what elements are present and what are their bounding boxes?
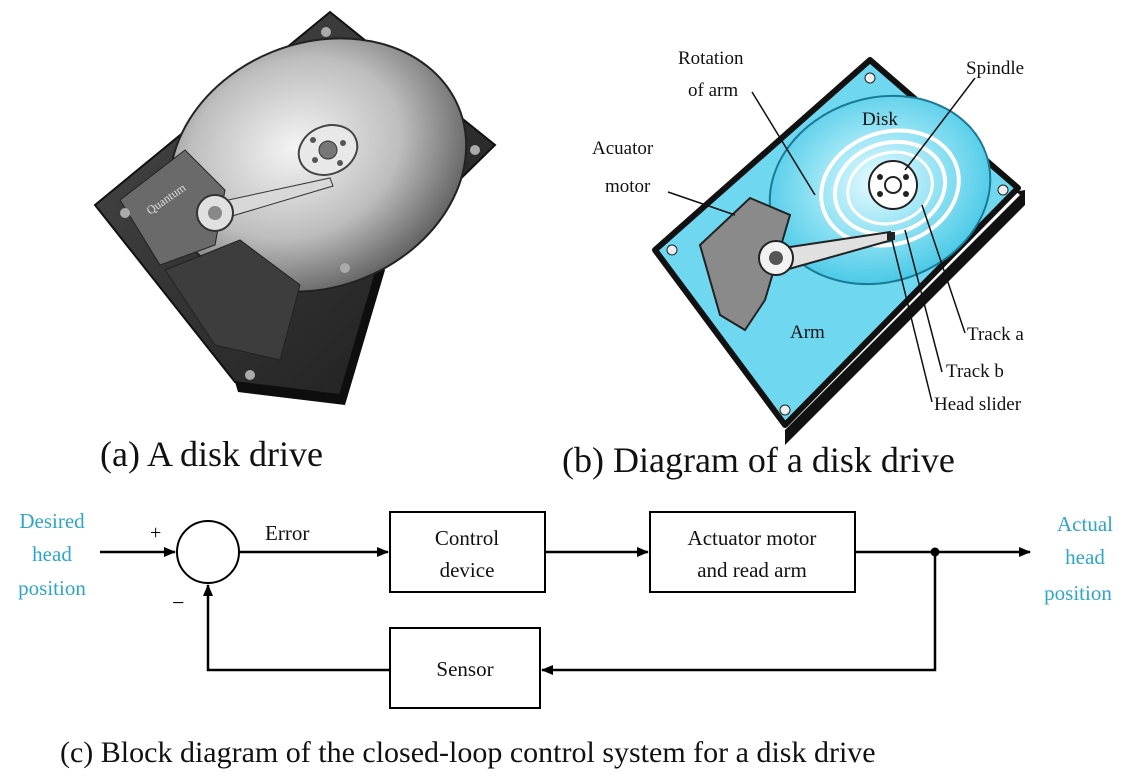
actuator-label-line2: and read arm [697,558,807,582]
actuator-label-line1: Actuator motor [688,526,817,550]
spindle-center [318,140,338,160]
pivot-center [208,206,222,220]
spindle-hole [877,191,883,197]
leader-track-b [904,229,943,373]
leader-head-slider [891,239,933,403]
label-track-a: Track a [967,324,1024,345]
hub-screw [340,140,346,146]
head-slider-mark [887,232,895,240]
corner-screw [245,370,255,380]
drive-chassis-edge [235,258,385,405]
label-disk: Disk [862,109,898,130]
output-label-line3: position [1044,581,1112,605]
caption-a: (a) A disk drive [100,434,323,474]
feedback-to-sensor-arrow [541,552,937,675]
caption-b: (b) Diagram of a disk drive [562,440,955,480]
plus-sign: + [150,522,161,544]
label-rotation-line1: Rotation [678,48,744,69]
leader-spindle [904,77,976,171]
track-ring-inner [846,150,934,226]
corner-screw [666,244,678,256]
spindle-hole [877,174,883,180]
control-label-line2: device [440,558,495,582]
corner-screw [340,263,350,273]
output-label-line1: Actual [1057,512,1113,536]
block-diagram: Desired head position + − Error Control … [18,509,1113,709]
input-label-line2: head [32,542,72,566]
hub-screw [310,137,316,143]
output-label-line2: head [1065,545,1105,569]
minus-sign: − [172,590,184,615]
disk-drive-diagram: Rotation of arm Spindle Disk Acuator mot… [592,48,1025,445]
spindle-center [884,176,902,194]
label-spindle: Spindle [966,58,1024,79]
disk-drive-photo: Quantum [93,10,497,405]
corner-screw [864,72,876,84]
corner-screw [321,27,331,37]
input-label-line1: Desired [19,509,85,533]
spindle-hole [903,174,909,180]
sensor-to-junction-arrow [203,584,390,672]
spindle-hole [903,191,909,197]
label-actuator-line2: motor [605,176,651,197]
label-rotation-line2: of arm [688,80,738,101]
corner-screw [470,145,480,155]
sensor-label: Sensor [436,657,493,681]
input-label-line3: position [18,576,86,600]
track-ring-middle [832,139,948,237]
hub-screw [337,160,343,166]
control-label-line1: Control [435,526,499,550]
label-actuator-line1: Acuator [592,138,654,159]
diagram-actuator-motor [698,196,792,332]
error-label: Error [265,521,309,545]
corner-screw [120,208,130,218]
summing-junction [176,520,240,584]
leader-track-a [921,204,966,334]
leader-actuator [667,191,736,216]
label-arm: Arm [790,322,825,343]
drive-electronics [164,239,301,361]
actuator-block [649,511,856,593]
hub-screw [312,157,318,163]
corner-screw [997,184,1009,196]
sensor-block [389,627,541,709]
label-head-slider: Head slider [934,394,1022,415]
arm-pivot-center [769,251,783,265]
caption-c: (c) Block diagram of the closed-loop con… [60,736,876,769]
label-track-b: Track b [946,361,1004,382]
leader-rotation [751,91,816,196]
corner-screw [779,404,791,416]
